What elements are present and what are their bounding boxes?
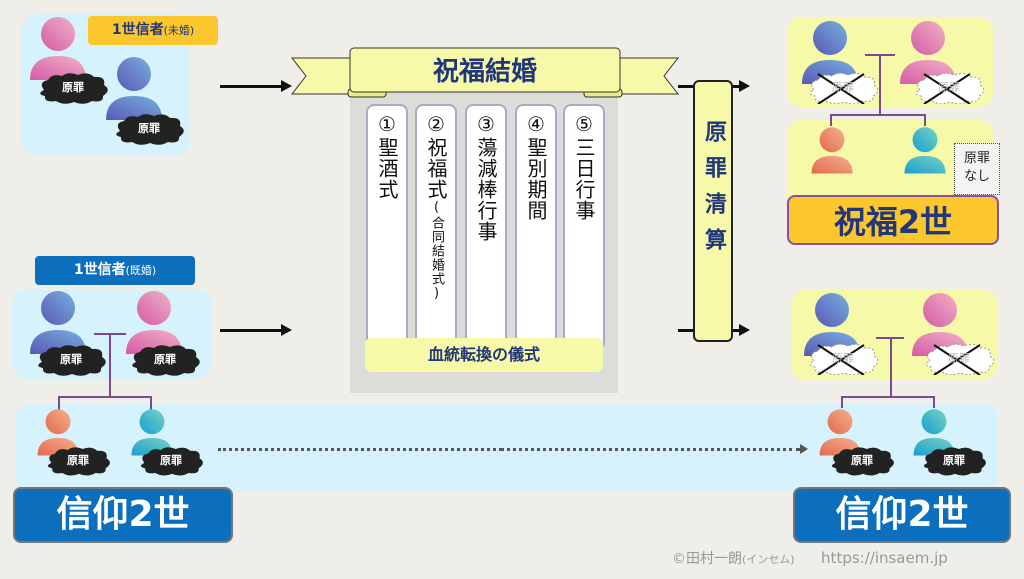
family-line: [830, 114, 832, 126]
family-line: [924, 114, 926, 126]
family-line: [830, 114, 926, 116]
cleared-sin-cloud: 原罪: [806, 343, 880, 376]
ceremony-banner-title: 祝福結婚: [432, 57, 537, 87]
person-icon-orange: [810, 126, 854, 174]
family-line: [58, 396, 60, 410]
family-line: [879, 54, 881, 116]
original-sin-cloud: 原罪: [828, 446, 896, 476]
original-sin-cloud: 原罪: [34, 344, 108, 376]
family-line: [58, 396, 152, 398]
footer-credit: ©田村一朗(インセム) https://insaem.jp: [672, 549, 948, 567]
bloodline-ceremony-label: 血統転換の儀式: [365, 338, 603, 372]
family-line: [150, 396, 152, 410]
faith-second-gen-label-right: 信仰2世: [793, 487, 1011, 543]
dotted-arrow-head: [800, 444, 808, 454]
family-line: [933, 396, 935, 408]
dotted-arrow: [218, 448, 502, 451]
original-sin-cloud: 原罪: [137, 446, 205, 476]
original-sin-cloud: 原罪: [36, 72, 110, 104]
person-icon-pink: [28, 16, 88, 80]
footer-url[interactable]: https://insaem.jp: [821, 549, 948, 567]
arrow-right: [220, 324, 292, 336]
unmarried-tag: 1世信者(未婚): [88, 16, 218, 45]
ceremony-step-2: ②祝福式(合同結婚式): [415, 104, 457, 350]
family-line: [841, 396, 935, 398]
ceremony-banner-ribbon: [290, 47, 680, 98]
ceremony-step-5: ⑤三日行事: [563, 104, 605, 350]
cleared-sin-cloud: 原罪: [912, 72, 986, 105]
ceremony-step-4: ④聖別期間: [515, 104, 557, 350]
person-icon-blue: [104, 56, 164, 120]
faith-second-gen-label-left: 信仰2世: [13, 487, 233, 543]
family-line: [841, 396, 843, 408]
blessed-second-gen-label: 祝福2世: [787, 195, 999, 245]
original-sin-cloud: 原罪: [112, 113, 186, 145]
ceremony-step-3: ③蕩減棒行事: [465, 104, 507, 350]
arrow-right: [220, 80, 292, 92]
dotted-arrow: [500, 448, 800, 451]
person-icon-teal: [903, 126, 947, 174]
original-sin-cloud: 原罪: [128, 344, 202, 376]
family-line: [890, 337, 892, 397]
family-line: [109, 333, 111, 398]
ceremony-step-1: ①聖酒式: [366, 104, 408, 350]
original-sin-cloud: 原罪: [44, 446, 112, 476]
original-sin-cloud: 原罪: [920, 446, 988, 476]
cleansing-label: 原罪清算: [701, 120, 726, 264]
married-tag: 1世信者(既婚): [35, 256, 195, 285]
cleared-sin-cloud: 原罪: [806, 72, 880, 105]
cleared-sin-cloud: 原罪: [922, 343, 996, 376]
cleansing-bar: [693, 80, 733, 342]
no-sin-callout: 原罪 なし: [954, 143, 1000, 195]
